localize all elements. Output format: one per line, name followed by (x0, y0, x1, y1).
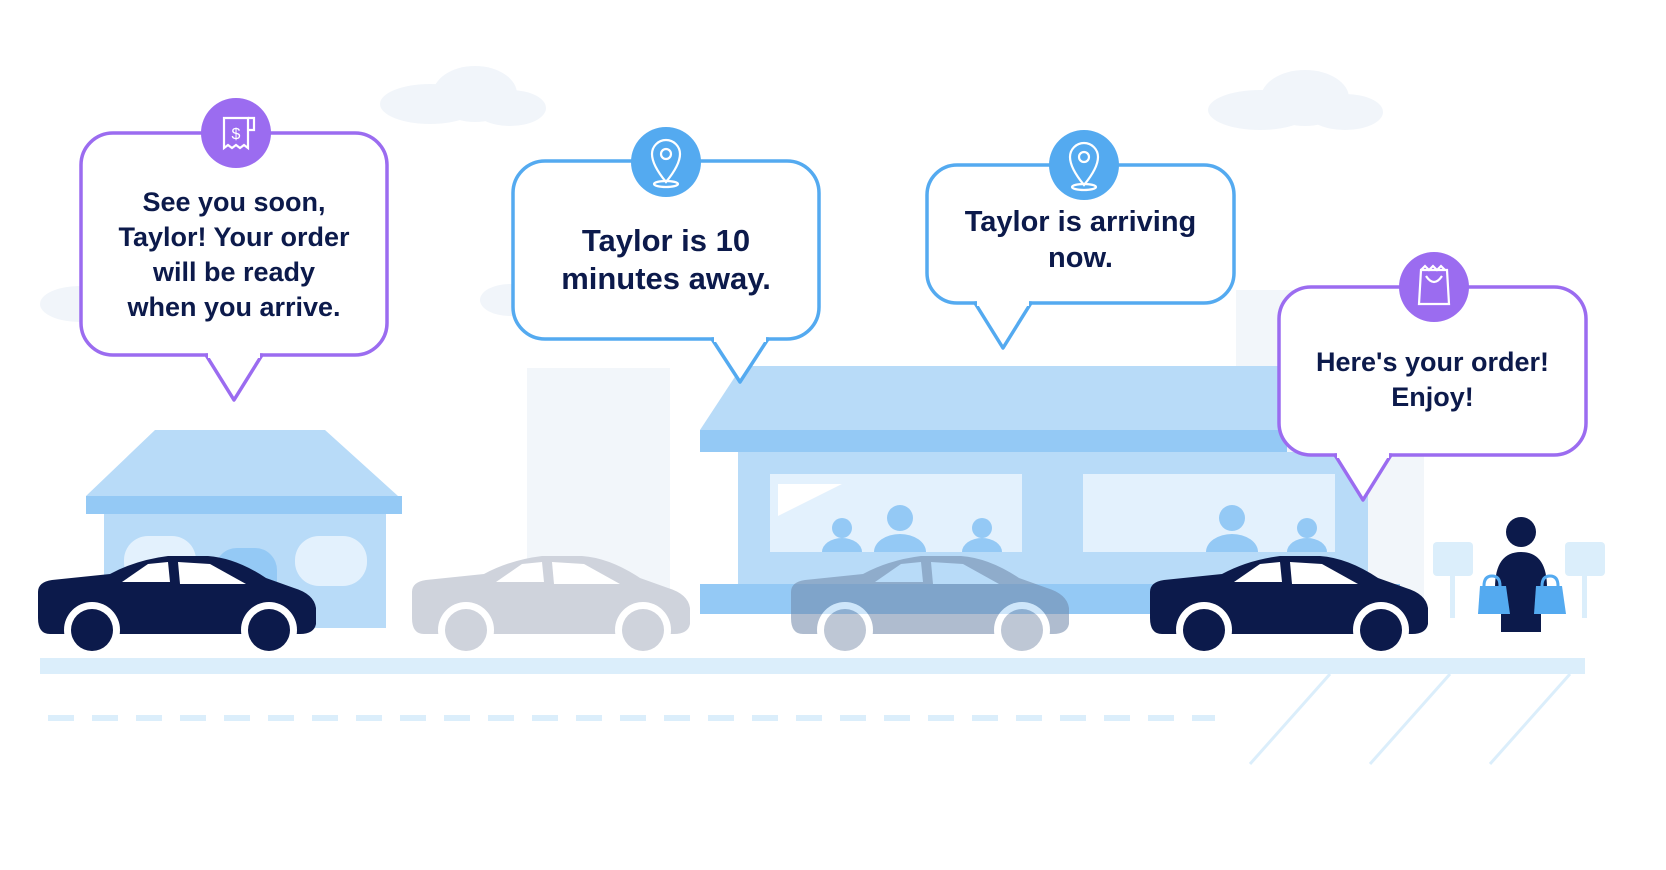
bubble-text-heres-your-order: Here's your order! Enjoy! (1289, 330, 1576, 430)
bubble-text-ten-minutes-away: Taylor is 10 minutes away. (523, 200, 809, 320)
bubble-line: Here's your order! (1316, 347, 1549, 377)
store-associate (1478, 517, 1566, 632)
bubble-line: when you arrive. (127, 292, 341, 322)
bubble-line: Taylor is arriving now. (964, 206, 1197, 274)
map-pin-icon (650, 138, 682, 189)
bubble-line: will be ready (152, 257, 316, 287)
speech-bubble-heres-your-order (1277, 252, 1588, 502)
cloud-right (1208, 70, 1383, 130)
customer-silhouettes (822, 505, 1327, 552)
bubble-text-arriving-now: Taylor is arriving now. (929, 205, 1232, 275)
shopping-bag-left (1478, 574, 1510, 614)
pickup-signs (1433, 542, 1605, 618)
car-1 (38, 556, 316, 658)
car-2-ghost (412, 556, 690, 658)
svg-text:$: $ (232, 126, 241, 143)
car-4 (1150, 556, 1428, 658)
bubble-line: Taylor! Your order (118, 222, 350, 252)
map-pin-icon (1068, 141, 1100, 192)
bubble-line: Enjoy! (1391, 382, 1474, 412)
shopping-bag-icon (1417, 264, 1451, 306)
road-curb (40, 658, 1585, 674)
bubble-line: minutes away. (561, 261, 771, 296)
bubble-text-order-ready: See you soon, Taylor! Your order will be… (91, 175, 377, 335)
receipt-dollar-icon: $ (222, 116, 256, 151)
shopping-bag-right (1534, 574, 1566, 614)
speech-bubble-arriving-now (925, 130, 1236, 350)
speech-bubble-order-ready: $ (79, 98, 389, 402)
speech-bubble-ten-minutes-away (511, 127, 821, 384)
parking-lines (1248, 673, 1572, 765)
cloud-left (380, 66, 546, 126)
car-3-arriving (791, 556, 1069, 658)
bubble-line: Taylor is 10 (581, 223, 751, 258)
bubble-line: See you soon, (142, 187, 326, 217)
